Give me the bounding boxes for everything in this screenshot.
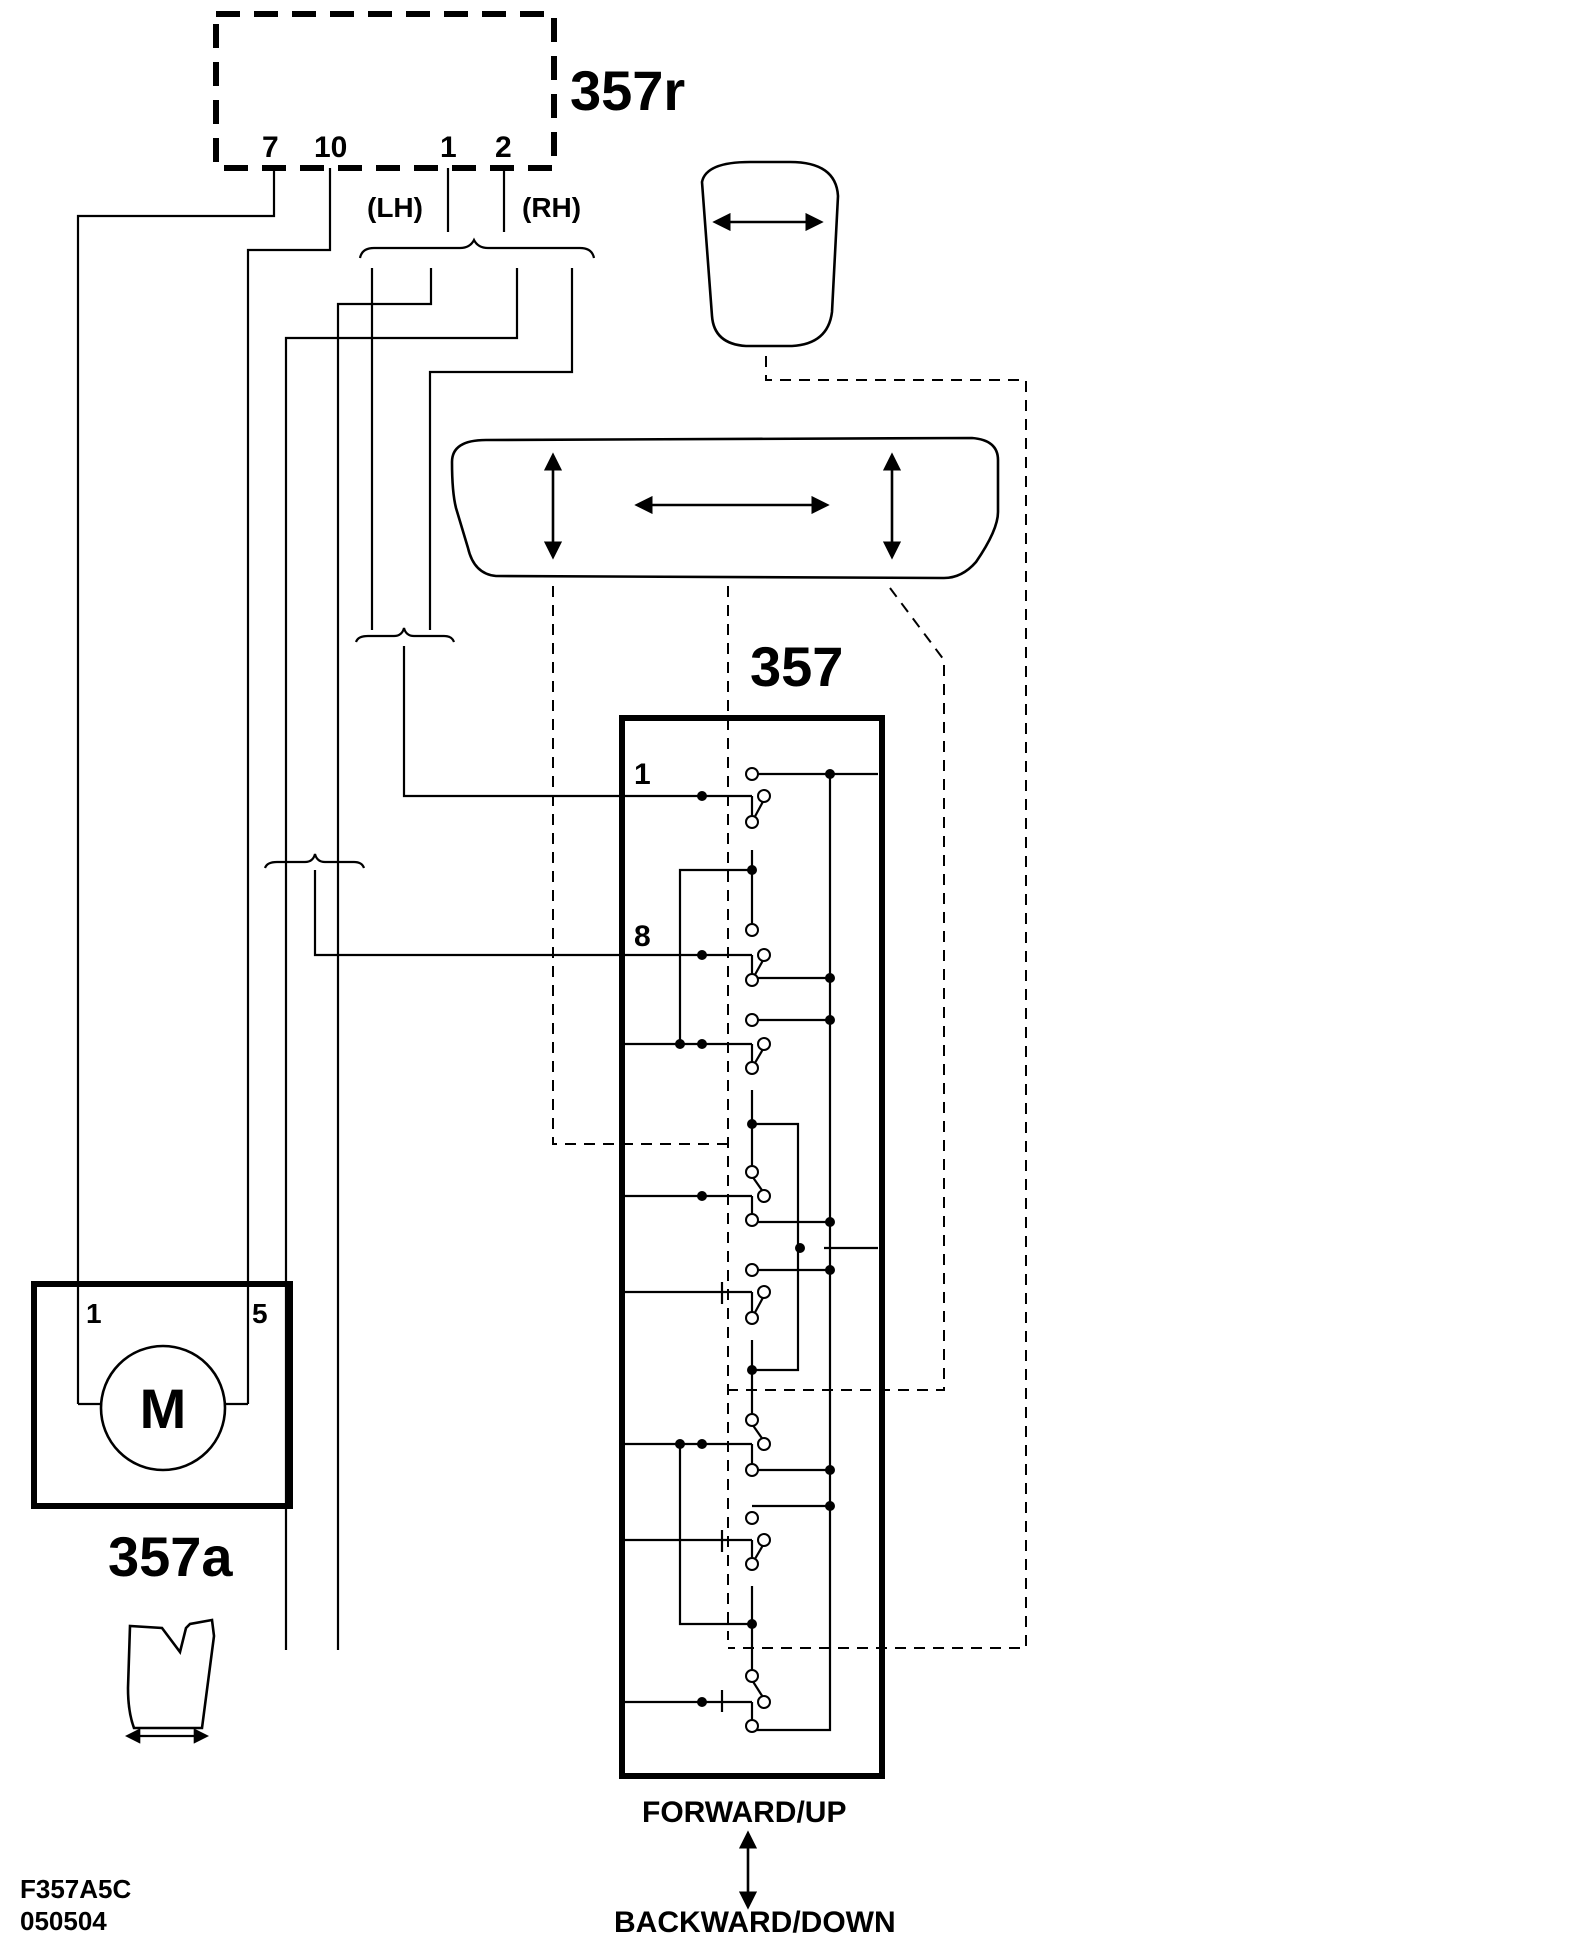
backward-down-label: BACKWARD/DOWN [614,1906,896,1939]
figure-code-label: F357A5C [20,1874,131,1904]
switch-pin-1: 1 [634,758,651,791]
switch-ref: 357 [750,635,843,698]
cushion-lever-icon [450,436,1000,1640]
figure-code: F357A5C 050504 [20,1874,131,1936]
relay-side-lh: (LH) [367,192,423,223]
relay-pin-10: 10 [314,131,347,164]
motor-ref: 357a [108,1525,233,1588]
switch-357: 357 1 8 [619,635,885,1779]
direction-indicator: FORWARD/UP BACKWARD/DOWN [614,1796,896,1939]
relay-pin-1: 1 [440,131,457,164]
motor-pin-5: 5 [252,1298,268,1329]
switch-pin-8: 8 [634,920,651,953]
relay-side-rh: (RH) [522,192,581,223]
figure-date-label: 050504 [20,1906,107,1936]
motor-pin-1: 1 [86,1298,102,1329]
relay-module-357r: 357r 7 10 1 2 (LH) (RH) [213,11,685,223]
forward-up-label: FORWARD/UP [642,1796,846,1829]
seatback-lever-icon [700,160,1027,1649]
relay-pin-2: 2 [495,131,512,164]
motor-357a: M 1 5 357a [31,1281,293,1588]
relay-module-ref: 357r [570,59,685,122]
motor-symbol: M [140,1377,187,1440]
seat-icon [124,1618,216,1744]
relay-pin-7: 7 [262,131,279,164]
relay-wiring [76,168,624,1650]
